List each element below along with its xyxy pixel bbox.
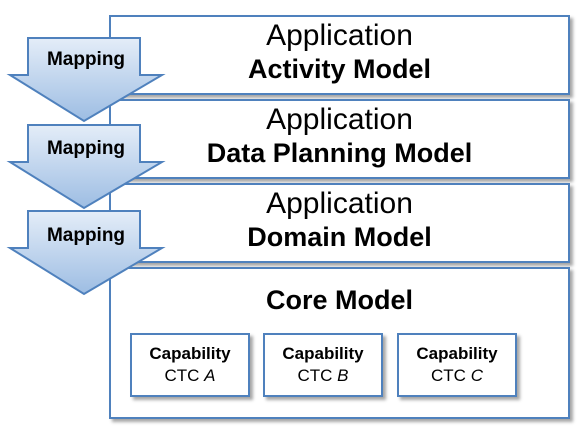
capability-a-title: Capability xyxy=(149,344,231,363)
mapping-arrow-3 xyxy=(6,210,166,296)
mapping-arrow-1 xyxy=(6,37,166,123)
domain-model-layer: Application Domain Model xyxy=(109,183,570,263)
capability-b-title: Capability xyxy=(282,344,364,363)
activity-model-prefix: Application xyxy=(266,19,413,52)
mapping-arrow-2 xyxy=(6,124,166,210)
mapping-label-1: Mapping xyxy=(46,49,126,70)
mapping-label-2: Mapping xyxy=(46,138,126,159)
activity-model-layer: Application Activity Model xyxy=(109,15,570,95)
capability-a-name: CTC A xyxy=(164,366,216,385)
capability-box-c: Capability CTC C xyxy=(397,333,517,397)
core-model-layer: Core Model Capability CTC A Capability C… xyxy=(109,267,570,419)
data-planning-model-layer: Application Data Planning Model xyxy=(109,99,570,179)
mapping-label-3: Mapping xyxy=(46,225,126,246)
capability-b-name: CTC B xyxy=(297,366,349,385)
capability-c-name: CTC C xyxy=(431,366,483,385)
capability-box-a: Capability CTC A xyxy=(130,333,250,397)
capability-box-b: Capability CTC B xyxy=(263,333,383,397)
capability-c-title: Capability xyxy=(416,344,498,363)
domain-model-prefix: Application xyxy=(266,187,413,220)
data-planning-model-name: Data Planning Model xyxy=(206,138,473,168)
domain-model-name: Domain Model xyxy=(247,222,432,252)
activity-model-name: Activity Model xyxy=(247,54,432,84)
core-model-title: Core Model xyxy=(265,285,413,315)
data-planning-model-prefix: Application xyxy=(266,103,413,136)
